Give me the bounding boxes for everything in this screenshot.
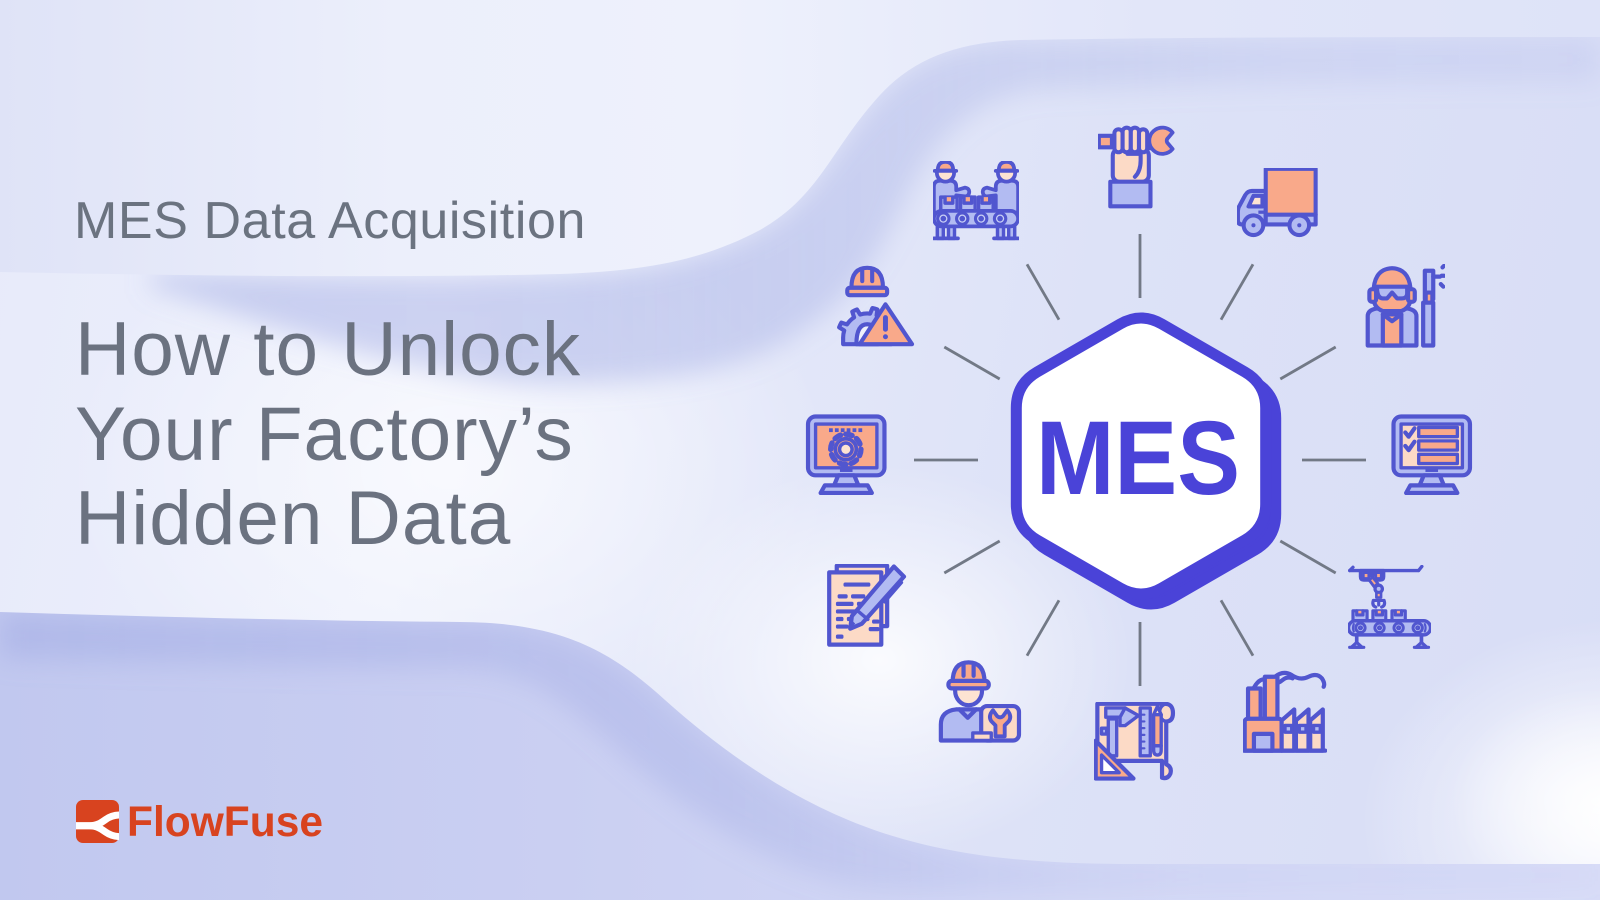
svg-text:MES: MES bbox=[1036, 400, 1240, 517]
